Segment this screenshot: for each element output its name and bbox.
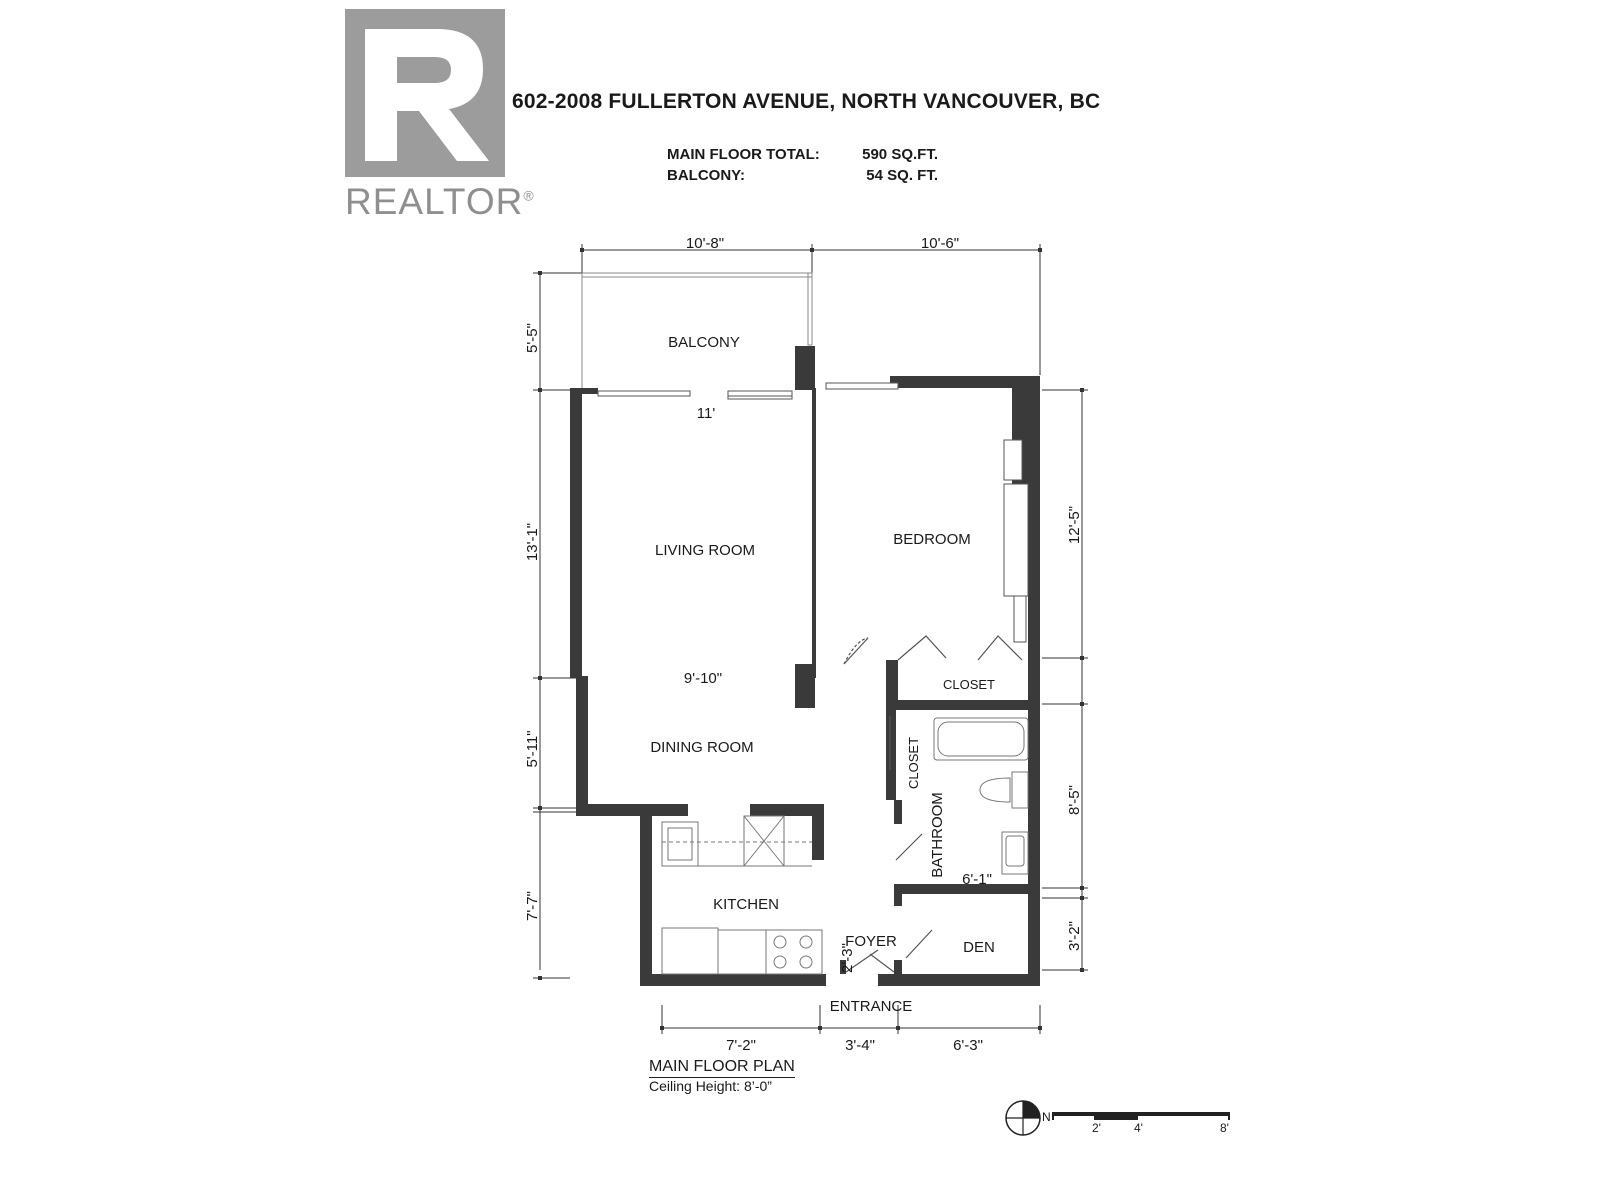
- fixtures: [661, 717, 1029, 975]
- area-label-balcony: BALCONY:: [667, 167, 746, 184]
- balcony-label: BALCONY: [668, 334, 740, 351]
- dim-dining-height: 5'-11": [524, 730, 541, 767]
- bathroom-label: BATHROOM: [929, 792, 946, 878]
- listing-address: 602-2008 FULLERTON AVENUE, NORTH VANCOUV…: [512, 90, 1101, 113]
- realtor-r-icon: [365, 29, 489, 161]
- dim-kitchen-height: 7'-7": [524, 891, 541, 921]
- dim-top-right: 10'-6": [921, 235, 959, 252]
- foyer-label: FOYER: [845, 933, 897, 950]
- scale-label-2ft: 2': [1092, 1121, 1101, 1135]
- living-room-label: LIVING ROOM: [655, 542, 755, 559]
- walls: [570, 346, 1040, 986]
- area-value-balcony: 54 SQ. FT.: [866, 167, 938, 184]
- dim-bedroom-height: 12'-5": [1066, 506, 1083, 544]
- scale-label-4ft: 4': [1134, 1121, 1143, 1135]
- bedroom-closet-label: CLOSET: [943, 677, 995, 692]
- scale-label-8ft: 8': [1220, 1121, 1229, 1135]
- hall-closet-label: CLOSET: [906, 737, 921, 789]
- doors: [843, 635, 1023, 973]
- dim-top-left: 10'-8": [686, 235, 724, 252]
- dim-bathroom-width: 6'-1": [962, 871, 992, 888]
- compass-icon: [1005, 1100, 1041, 1136]
- entrance-label: ENTRANCE: [830, 998, 913, 1015]
- balcony-railing: [581, 272, 813, 390]
- windows: [597, 382, 1029, 643]
- realtor-wordmark: REALTOR®: [345, 181, 535, 222]
- dimension-ticks: [538, 248, 1084, 1030]
- plan-caption: MAIN FLOOR PLAN Ceiling Height: 8’-0”: [649, 1058, 795, 1094]
- dimension-labels: 10'-8" 10'-6" 5'-5" 11' 13'-1" 12'-5" 9'…: [524, 235, 1083, 1054]
- den-label: DEN: [963, 939, 995, 956]
- room-labels: BALCONY LIVING ROOM BEDROOM CLOSET DININ…: [650, 334, 995, 1015]
- dim-bottom-mid: 3'-4": [845, 1037, 875, 1054]
- dim-foyer-width: 2'-3": [839, 943, 856, 973]
- kitchen-label: KITCHEN: [713, 896, 779, 913]
- plan-caption-title: MAIN FLOOR PLAN: [649, 1058, 795, 1078]
- realtor-logo-mark: [345, 9, 505, 177]
- realtor-logo: REALTOR®: [345, 9, 534, 222]
- area-label-main: MAIN FLOOR TOTAL:: [667, 146, 820, 163]
- dim-den-height: 3'-2": [1066, 921, 1083, 951]
- area-value-main: 590 SQ.FT.: [862, 146, 938, 163]
- dining-room-label: DINING ROOM: [650, 739, 753, 756]
- scale-bar: [1052, 1112, 1230, 1120]
- dim-bathroom-height: 8'-5": [1066, 785, 1083, 815]
- dim-balcony-height: 5'-5": [524, 323, 541, 353]
- dim-dining-width: 9'-10": [684, 670, 722, 687]
- dim-bottom-left: 7'-2": [726, 1037, 756, 1054]
- dim-living-height: 13'-1": [524, 523, 541, 561]
- compass-label: N: [1042, 1110, 1051, 1124]
- dim-bottom-right: 6'-3": [953, 1037, 983, 1054]
- plan-caption-subtitle: Ceiling Height: 8’-0”: [649, 1078, 772, 1094]
- bedroom-label: BEDROOM: [893, 531, 971, 548]
- dim-living-width: 11': [697, 405, 716, 422]
